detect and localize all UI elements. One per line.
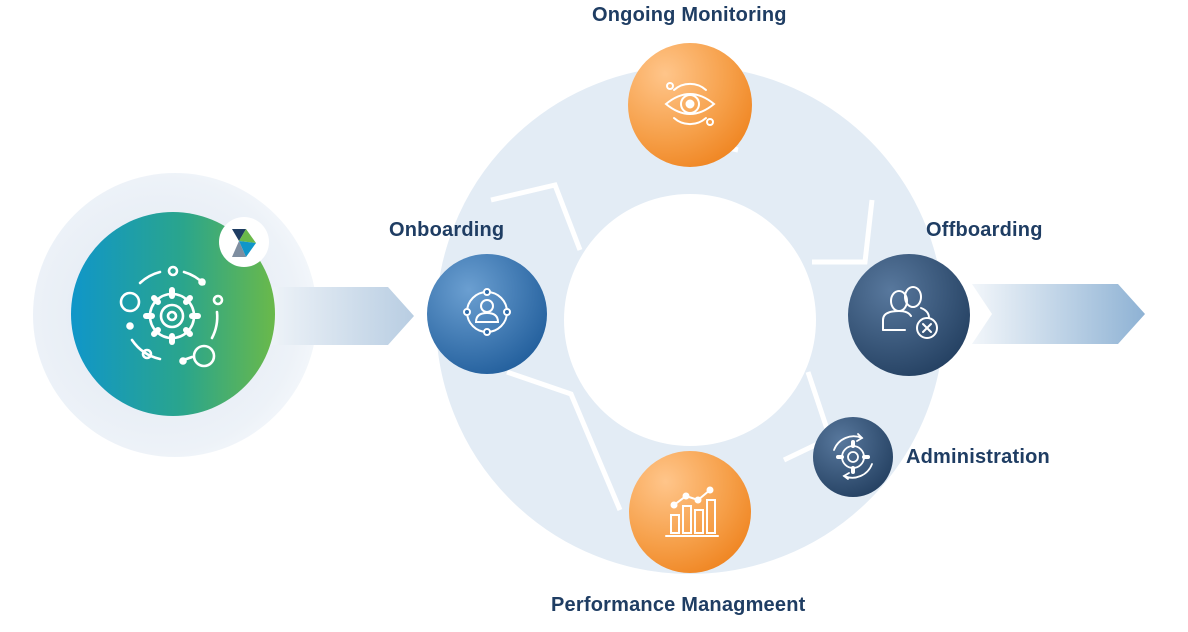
onboarding-node bbox=[427, 254, 547, 374]
gear-refresh-icon bbox=[833, 433, 873, 480]
performance-management-label: Performance Managmeent bbox=[551, 594, 806, 616]
offboarding-node bbox=[848, 254, 970, 376]
ongoing-monitoring-label: Ongoing Monitoring bbox=[592, 4, 787, 26]
outgoing-arrow bbox=[972, 284, 1145, 344]
ongoing-monitoring-node bbox=[628, 43, 752, 167]
eye-icon bbox=[664, 82, 716, 126]
offboarding-label: Offboarding bbox=[926, 219, 1043, 241]
user-network-icon bbox=[463, 288, 511, 336]
remove-users-icon bbox=[882, 286, 938, 339]
performance-management-node bbox=[629, 451, 751, 573]
incoming-arrow bbox=[270, 287, 414, 345]
brand-logo-icon bbox=[219, 217, 269, 267]
administration-label: Administration bbox=[906, 446, 1050, 468]
bar-chart-icon bbox=[665, 486, 719, 537]
administration-node bbox=[813, 417, 893, 497]
gear-network-icon bbox=[119, 265, 224, 368]
hub-node bbox=[71, 212, 275, 416]
onboarding-label: Onboarding bbox=[389, 219, 505, 241]
